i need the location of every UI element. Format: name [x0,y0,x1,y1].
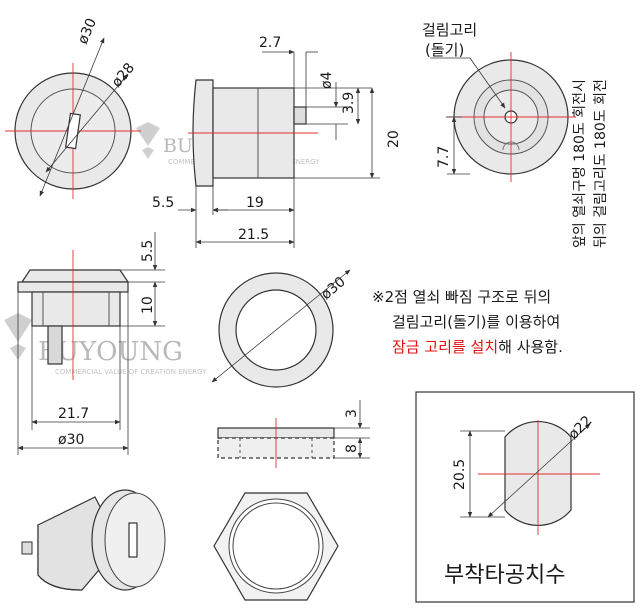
front-dia-inner-line [45,73,129,173]
side-view-2: 5.5 10 21.7 ø30 [17,232,165,455]
washer-top: ø30 [211,269,351,388]
note-block: ※2점 열쇠 빠짐 구조로 뒤의 걸림고리(돌기)를 이용하여 잠금 고리를 설… [372,288,563,356]
dim-flange-depth: 2.7 [259,35,281,51]
dim-body-length: 19 [246,195,264,211]
latch-leader [469,57,506,109]
svg-text:잠금 고리를 설치해 사용함.: 잠금 고리를 설치해 사용함. [392,338,563,356]
front-view: ø30 ø28 [5,16,141,199]
dim-body-h2: 10 [140,296,156,314]
dim-washer-3: 3 [344,409,360,418]
iso-keyhole [128,522,138,558]
note-line-3-red: 잠금 고리를 설치 [392,338,498,356]
side-pin [293,106,307,125]
washer-side: 3 8 [217,400,370,468]
sv2-cap [20,269,130,283]
dim-pin-height: 3.9 [341,92,357,114]
iso-pin [21,541,33,555]
cutout-panel: ø22 20.5 부착타공치수 [415,391,635,603]
nut-bore [232,502,320,590]
front-dia-inner-text: ø28 [109,60,138,91]
cutout-title: 부착타공치수 [444,563,565,588]
washer-dia-line [211,269,351,383]
watermark-tagline-2: COMMERCIAL VALUE OF CREATION ENERGY [55,368,207,376]
hex-nut [213,492,339,601]
dim-flange-width: 5.5 [152,195,174,211]
sv2-pin [47,325,63,365]
note-line-1: ※2점 열쇠 빠짐 구조로 뒤의 [372,288,551,306]
latch-label-1: 걸림고리 [422,21,477,39]
cutout-height-text: 20.5 [452,459,468,490]
dim-pin-dia: ø4 [319,71,335,89]
isometric-view [21,489,166,591]
dim-cap-height: 5.5 [140,240,156,262]
note-line-3-rest: 해 사용함. [498,338,563,356]
sv2-body [31,291,121,327]
rotation-note-2: 뒤의 걸림고리도 180도 회전 [593,79,609,248]
nut-bore-outer [228,498,324,594]
dim-latch-offset: 7.7 [436,146,452,168]
dim-body-height: 20 [386,130,402,148]
cutout-dia-line [487,423,591,518]
dim-sv2-width: 21.7 [58,406,89,422]
rotation-note-1: 앞의 열쇠구멍 180도 회전시 [572,79,588,248]
dim-total-length: 21.5 [238,227,269,243]
latch-label-2: (돌기) [425,41,464,59]
side-view: 2.7 ø4 3.9 20 5.5 19 21.5 [152,35,402,248]
rear-view: 걸림고리 (돌기) 7.7 앞의 열쇠구멍 180도 회전시 뒤의 걸림고리도 … [422,21,609,248]
note-line-2: 걸림고리(돌기)를 이용하여 [392,313,560,331]
dim-washer-8: 8 [344,444,360,453]
dim-sv2-outer: ø30 [58,432,84,448]
front-dia-outer-text: ø30 [75,16,100,47]
